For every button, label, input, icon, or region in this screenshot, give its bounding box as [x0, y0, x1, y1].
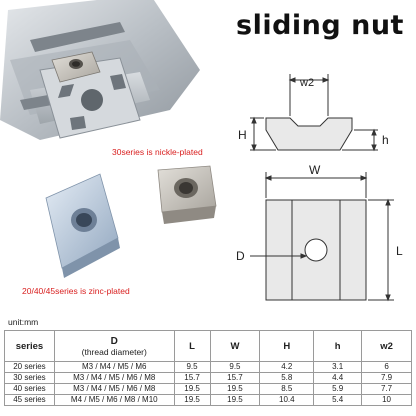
table-header-row: series D (thread diameter) L W H h w2	[4, 330, 412, 362]
header-h: h	[313, 330, 363, 362]
table-row: 30 series M3 / M4 / M5 / M6 / M8 15.7 15…	[4, 372, 412, 384]
cell-h: 5.9	[313, 383, 363, 395]
extrusion-photo	[0, 0, 200, 140]
cell-L: 15.7	[173, 372, 211, 384]
cell-W: 19.5	[209, 383, 261, 395]
cell-W: 15.7	[209, 372, 261, 384]
cell-series: 20 series	[4, 361, 55, 373]
header-series: series	[4, 330, 55, 362]
cell-H: 4.2	[259, 361, 315, 373]
cell-H: 5.8	[259, 372, 315, 384]
cell-series: 45 series	[4, 394, 55, 406]
cell-series: 30 series	[4, 372, 55, 384]
cell-L: 9.5	[173, 361, 211, 373]
cell-D: M3 / M4 / M5 / M6 / M8	[53, 383, 175, 395]
L-label: L	[396, 244, 403, 258]
cell-W: 9.5	[209, 361, 261, 373]
nickel-note: 30series is nickle-plated	[112, 147, 203, 157]
nut-side-profile	[265, 117, 353, 151]
header-w2: w2	[361, 330, 412, 362]
H-label: H	[238, 128, 247, 142]
cell-L: 19.5	[173, 383, 211, 395]
cell-D: M3 / M4 / M5 / M6 / M8	[53, 372, 175, 384]
center-hole	[81, 89, 103, 111]
cell-w2: 6	[361, 361, 412, 373]
header-D: D (thread diameter)	[53, 330, 175, 362]
technical-drawing: w2 H h W D L	[236, 74, 403, 302]
D-label: D	[236, 249, 245, 263]
cell-w2: 7.9	[361, 372, 412, 384]
w2-label: w2	[299, 77, 314, 89]
nickel-nut-photo	[157, 165, 217, 224]
cell-W: 19.5	[209, 394, 261, 406]
spec-table: series D (thread diameter) L W H h w2 20…	[4, 330, 412, 406]
header-L: L	[173, 330, 211, 362]
cell-w2: 7.7	[361, 383, 412, 395]
cell-L: 19.5	[173, 394, 211, 406]
table-row: 40 series M3 / M4 / M5 / M6 / M8 19.5 19…	[4, 383, 412, 395]
cell-h: 4.4	[313, 372, 363, 384]
cell-D: M3 / M4 / M5 / M6	[53, 361, 175, 373]
cell-H: 10.4	[259, 394, 315, 406]
zinc-nut-photo	[45, 173, 120, 278]
cell-series: 40 series	[4, 383, 55, 395]
table-row: 45 series M4 / M5 / M6 / M8 / M10 19.5 1…	[4, 394, 412, 406]
cell-H: 8.5	[259, 383, 315, 395]
h-label: h	[382, 133, 389, 147]
header-H: H	[259, 330, 315, 362]
W-label: W	[309, 163, 321, 177]
page-title: sliding nut	[236, 10, 404, 41]
cell-w2: 10	[361, 394, 412, 406]
cell-h: 3.1	[313, 361, 363, 373]
cell-D: M4 / M5 / M6 / M8 / M10	[53, 394, 175, 406]
zinc-note: 20/40/45series is zinc-plated	[22, 286, 130, 296]
header-D-sub: (thread diameter)	[81, 346, 147, 357]
unit-label: unit:mm	[8, 317, 39, 327]
header-D-label: D	[110, 335, 118, 347]
table-row: 20 series M3 / M4 / M5 / M6 9.5 9.5 4.2 …	[4, 361, 412, 373]
header-W: W	[209, 330, 261, 362]
cell-h: 5.4	[313, 394, 363, 406]
